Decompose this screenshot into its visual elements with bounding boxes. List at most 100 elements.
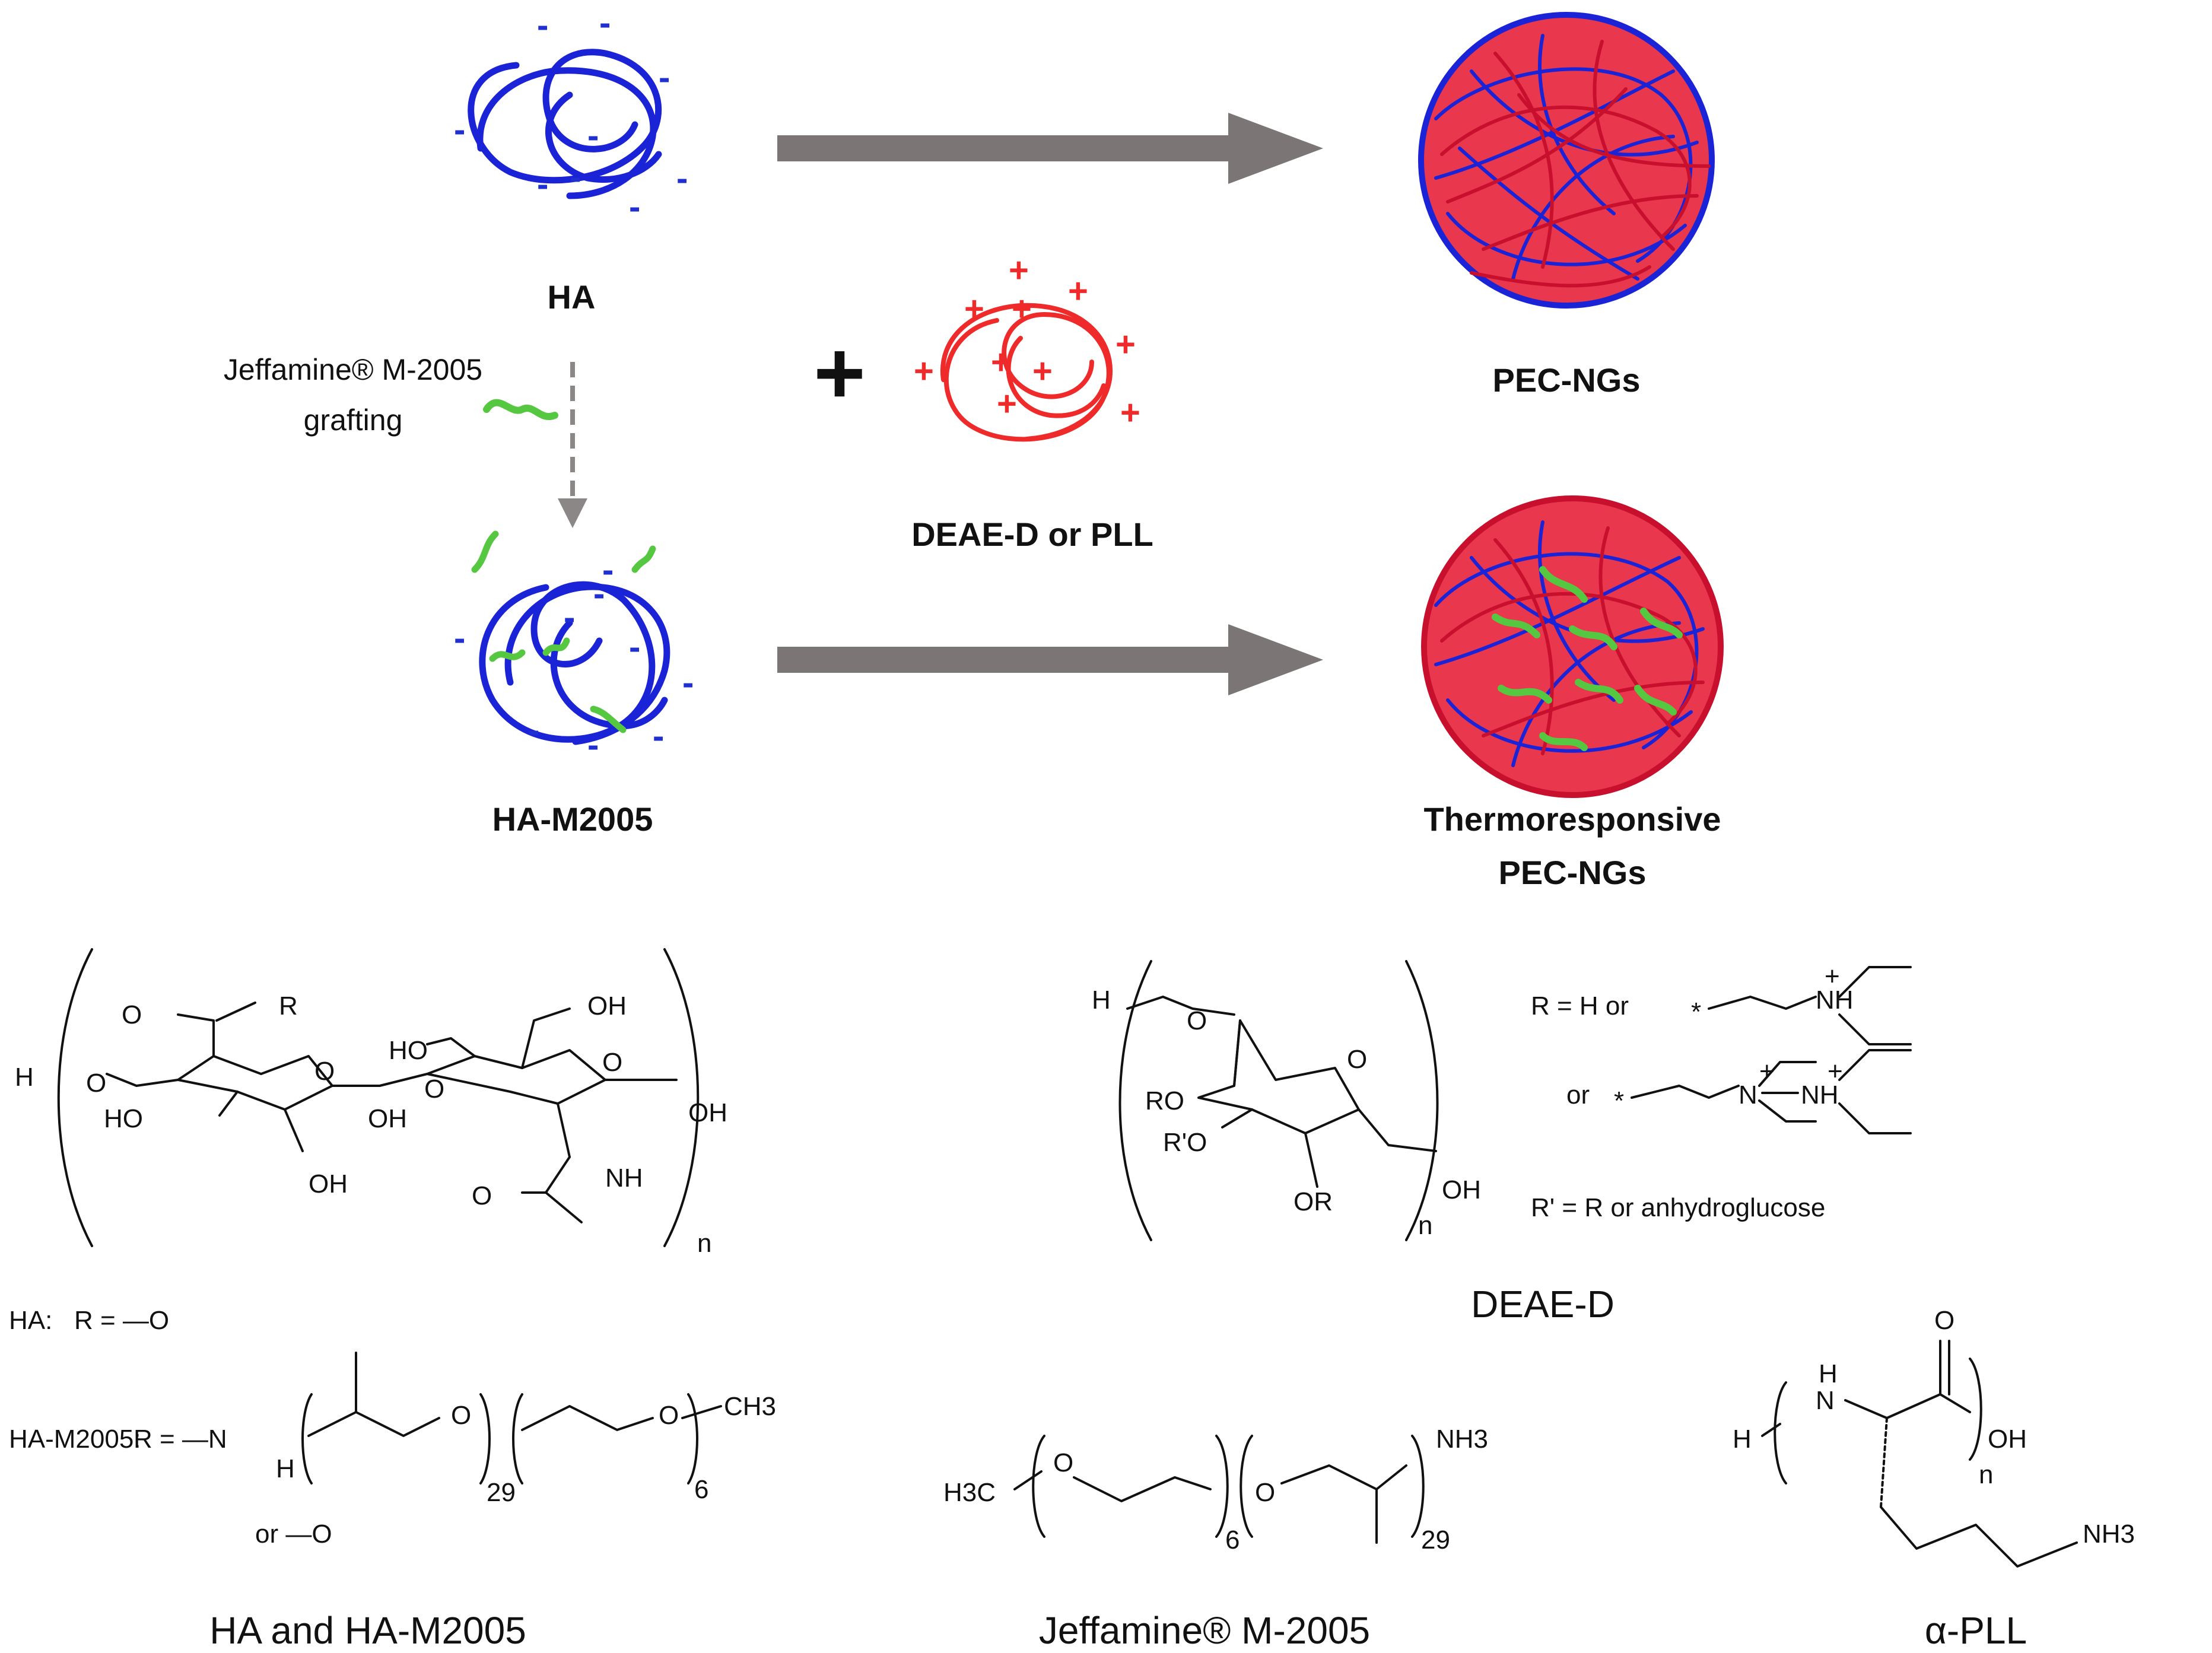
nh-label: NH xyxy=(1801,1080,1839,1110)
atom-label: OH xyxy=(368,1104,407,1133)
atom-label: O xyxy=(602,1048,622,1077)
positive-charge: + xyxy=(1068,272,1088,310)
star: * xyxy=(1614,1086,1624,1115)
ha-structure: O R OH H O O HO O O OH HO OH OH NH O n H… xyxy=(9,948,776,1652)
positive-charge: + xyxy=(1032,352,1053,390)
negative-charge: - xyxy=(676,159,688,198)
grafting-label-line2: grafting xyxy=(304,403,403,437)
atom-label: OR xyxy=(1293,1187,1333,1216)
polycation-coil xyxy=(940,303,1113,442)
atom-label: O xyxy=(1347,1045,1367,1074)
ha-m2005-def-r: R = —N xyxy=(134,1425,227,1454)
positive-charge: + xyxy=(1120,393,1140,432)
atom-label: HO xyxy=(104,1104,143,1133)
atom-label: HO xyxy=(389,1036,428,1065)
positive-charge: + xyxy=(964,290,984,328)
positive-charge: + xyxy=(1115,325,1136,364)
jeffamine-structure-caption: Jeffamine® M-2005 xyxy=(1039,1609,1370,1652)
plus: + xyxy=(1828,1057,1843,1086)
ha-m2005-charges: - - - - - - - - - xyxy=(454,551,694,764)
atom-label: H xyxy=(1092,986,1111,1015)
negative-charge: - xyxy=(454,619,465,657)
atom-label: R'O xyxy=(1163,1128,1207,1157)
negative-charge: - xyxy=(587,726,599,764)
atom-label: NH xyxy=(605,1164,643,1193)
negative-charge: - xyxy=(599,4,611,42)
or-word: or xyxy=(1566,1080,1590,1110)
negative-charge: - xyxy=(602,551,614,589)
dashed-down-arrow xyxy=(558,362,587,528)
ha-m2005-label: HA-M2005 xyxy=(492,800,653,838)
ha-charges: - - - - - - - - - xyxy=(454,4,688,226)
ha-structure-caption: HA and HA-M2005 xyxy=(209,1609,526,1652)
nh3-label: NH3 xyxy=(2083,1520,2135,1549)
positive-charge: + xyxy=(914,352,934,390)
negative-charge: - xyxy=(564,598,575,637)
negative-charge: - xyxy=(528,711,539,749)
negative-charge: - xyxy=(653,717,664,755)
ha-m2005-o2: O xyxy=(659,1401,679,1430)
atom-label: R xyxy=(279,991,298,1021)
sub6-label: 6 xyxy=(1225,1525,1240,1555)
nh3-label: NH3 xyxy=(1436,1425,1488,1454)
thermoresponsive-label-line2: PEC-NGs xyxy=(1499,854,1647,891)
oh-label: OH xyxy=(1988,1425,2027,1454)
subscript-n: n xyxy=(697,1229,711,1258)
jeffamine-structure: H3C O 6 O 29 NH3 Jeffamine® M-2005 xyxy=(943,1425,1488,1652)
ha-m2005-sub6: 6 xyxy=(694,1475,708,1504)
negative-charge: - xyxy=(659,58,670,97)
atom-label: OH xyxy=(309,1169,348,1199)
negative-charge: - xyxy=(454,110,465,149)
sub29-label: 29 xyxy=(1421,1525,1450,1555)
ha-label: HA xyxy=(548,278,596,316)
atom-label: OH xyxy=(688,1098,727,1127)
atom-label: O xyxy=(424,1075,444,1104)
ha-def-r: R = —O xyxy=(74,1306,169,1335)
thermoresponsive-pec-ng-particle xyxy=(1421,495,1724,798)
r-definition: R = H or xyxy=(1531,991,1629,1021)
negative-charge: - xyxy=(682,663,694,702)
ha-m2005-o1: O xyxy=(451,1401,471,1430)
star: * xyxy=(1691,997,1701,1026)
positive-charge: + xyxy=(1009,251,1029,290)
atom-label: O xyxy=(122,1000,142,1029)
reaction-arrow-top xyxy=(777,113,1323,184)
ha-m2005-grafts xyxy=(471,530,656,733)
ha-coil xyxy=(468,49,662,199)
ha-m2005-def-prefix: HA-M2005: xyxy=(9,1425,141,1454)
h3c-label: H3C xyxy=(943,1478,996,1507)
atom-label: OH xyxy=(1442,1175,1481,1204)
positive-charge: + xyxy=(997,384,1017,423)
plus-sign: + xyxy=(813,323,866,422)
o1-label: O xyxy=(1053,1448,1073,1477)
pec-ng-particle xyxy=(1418,12,1715,309)
ha-def-prefix: HA: xyxy=(9,1306,52,1335)
r-prime-definition: R' = R or anhydroglucose xyxy=(1531,1193,1825,1222)
atom-label: O xyxy=(472,1181,492,1210)
ha-m2005-coil xyxy=(479,581,670,745)
negative-charge: - xyxy=(537,165,548,204)
atom-label: O xyxy=(86,1069,106,1098)
deae-d-structure-caption: DEAE-D xyxy=(1471,1283,1614,1325)
positive-charge: + xyxy=(1012,290,1032,328)
polycation-charges: + + + + + + + + + + xyxy=(914,251,1140,432)
polycation-label: DEAE-D or PLL xyxy=(911,516,1153,553)
deae-d-structure: H O RO R'O O OR OH n R = H or * NH + or … xyxy=(1092,960,1912,1325)
atom-label: OH xyxy=(587,991,627,1021)
pll-structure: H H N O OH n NH3 α-PLL xyxy=(1733,1306,2135,1652)
subscript-n: n xyxy=(1418,1211,1432,1240)
negative-charge: - xyxy=(629,628,640,666)
jeffamine-graft-icon xyxy=(483,399,558,420)
negative-charge: - xyxy=(537,6,548,44)
ha-m2005-sub29: 29 xyxy=(487,1478,516,1507)
atom-label: H xyxy=(15,1063,34,1092)
grafting-label-line1: Jeffamine® M-2005 xyxy=(224,353,482,386)
negative-charge: - xyxy=(570,158,581,196)
pec-ngs-label: PEC-NGs xyxy=(1493,361,1641,399)
atom-label: O xyxy=(1187,1006,1207,1035)
ha-m2005-ch3: CH3 xyxy=(724,1392,776,1421)
negative-charge: - xyxy=(629,187,640,226)
negative-charge: - xyxy=(587,116,599,155)
atom-label: O xyxy=(314,1057,335,1086)
